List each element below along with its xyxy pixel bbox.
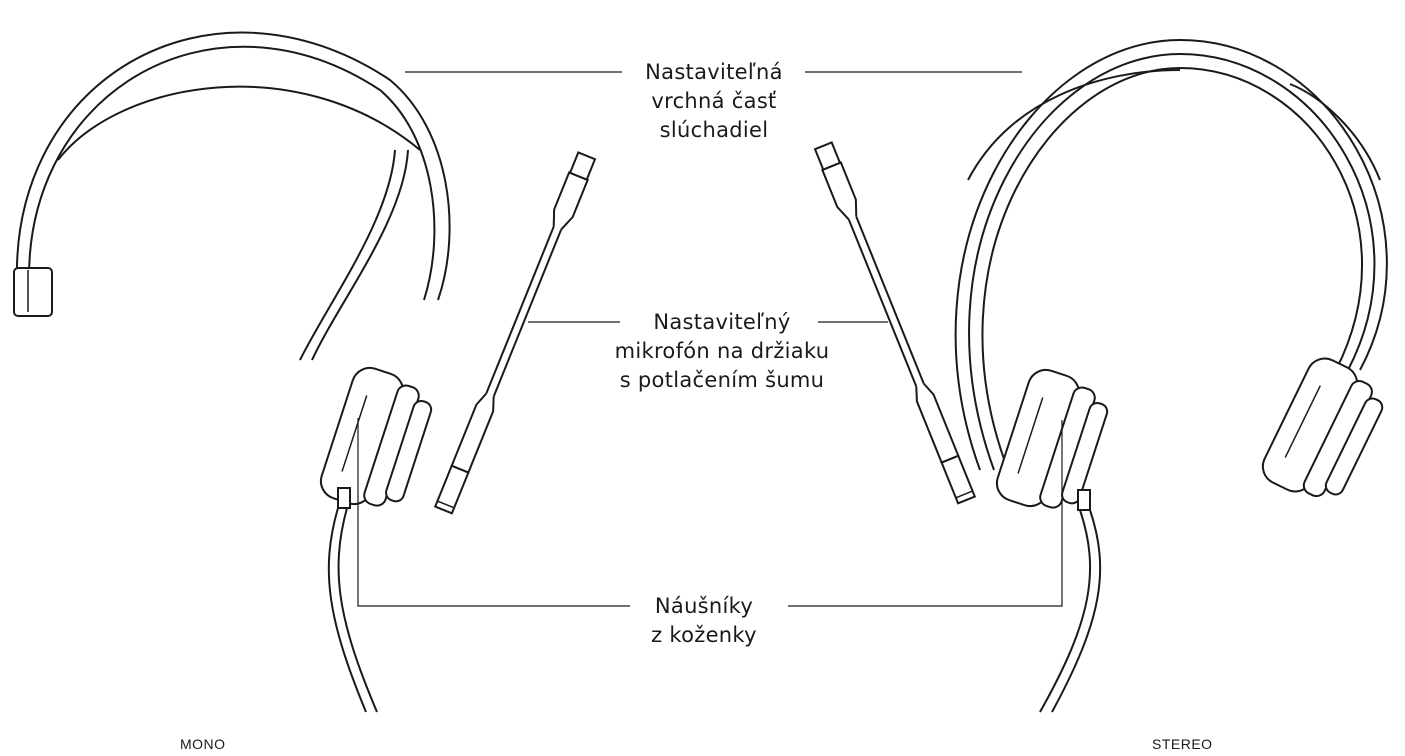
- callout-headband-line: vrchná časť: [612, 87, 816, 116]
- callout-ear-cushions-line: Náušníky: [624, 592, 784, 621]
- caption-stereo: STEREO: [1152, 736, 1213, 752]
- callout-ear-cushions: Náušníky z koženky: [624, 592, 784, 650]
- callout-microphone-line: Nastaviteľný: [574, 308, 870, 337]
- callout-microphone-line: mikrofón na držiaku: [574, 337, 870, 366]
- stereo-ear-cushion-right: [1257, 352, 1392, 511]
- callout-microphone: Nastaviteľný mikrofón na držiaku s potla…: [574, 308, 870, 395]
- callout-ear-cushions-line: z koženky: [624, 621, 784, 650]
- callout-headband: Nastaviteľná vrchná časť slúchadiel: [612, 58, 816, 145]
- mono-cable: [329, 488, 377, 712]
- mono-ear-cushion: [316, 363, 438, 518]
- callout-headband-line: slúchadiel: [612, 116, 816, 145]
- mono-headset: [14, 33, 596, 712]
- callout-microphone-line: s potlačením šumu: [574, 366, 870, 395]
- caption-mono: MONO: [180, 736, 226, 752]
- callout-headband-line: Nastaviteľná: [612, 58, 816, 87]
- mono-boom-mic: [434, 152, 596, 514]
- stereo-cable: [1040, 490, 1100, 712]
- stereo-ear-cushion-left: [992, 365, 1114, 520]
- stereo-headset: [814, 40, 1392, 712]
- mono-headband: [17, 33, 450, 360]
- mono-microphone-tip: [14, 268, 52, 316]
